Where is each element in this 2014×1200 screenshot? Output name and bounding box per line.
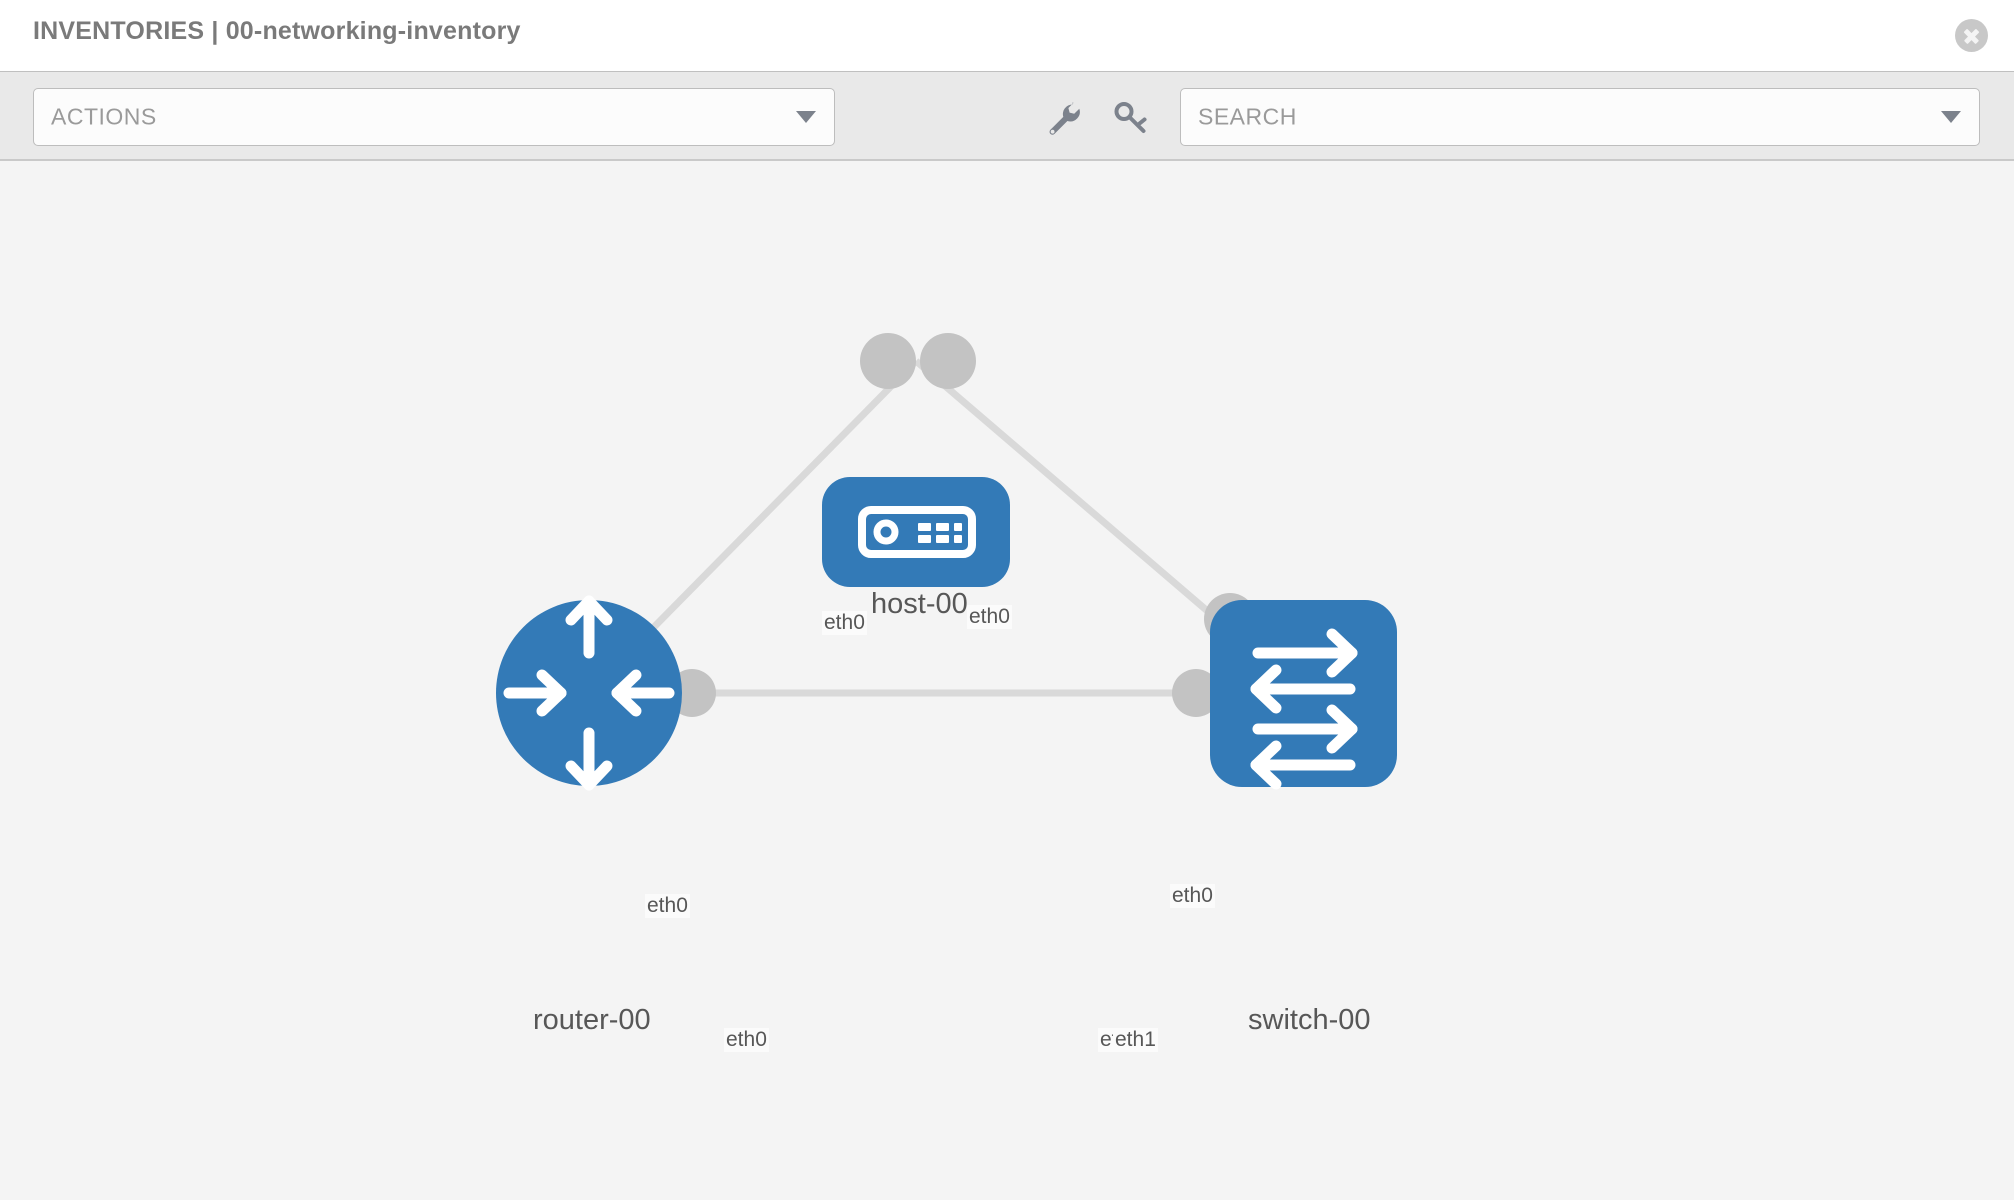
edge-label-host-left: eth0 xyxy=(822,611,867,635)
node-label-router-00: router-00 xyxy=(530,1004,654,1037)
edge-label-switch-left-b: eth1 xyxy=(1113,1028,1158,1052)
server-icon xyxy=(858,506,976,558)
actions-dropdown[interactable]: ACTIONS xyxy=(33,88,835,146)
router-arrows-icon xyxy=(503,595,675,791)
page-header: INVENTORIES | 00-networking-inventory xyxy=(0,0,2014,71)
socket-switch-left[interactable] xyxy=(1172,669,1220,717)
toolbar: ACTIONS SEARCH xyxy=(0,71,2014,161)
host-node-body[interactable] xyxy=(822,477,1010,587)
node-switch-00[interactable] xyxy=(1210,600,1397,790)
wrench-icon[interactable] xyxy=(1042,98,1082,138)
topology-canvas[interactable]: host-00 router-00 switch-00 eth0 eth0 et… xyxy=(0,161,2014,1200)
chevron-down-icon xyxy=(796,111,816,123)
topology-graph xyxy=(496,333,1397,791)
edge-label-host-right: eth0 xyxy=(967,605,1012,629)
node-host-00[interactable] xyxy=(822,477,1010,587)
search-input[interactable]: SEARCH xyxy=(1180,88,1980,146)
socket-host-right[interactable] xyxy=(920,333,976,389)
page-title: INVENTORIES | 00-networking-inventory xyxy=(33,17,521,45)
key-icon[interactable] xyxy=(1110,98,1150,138)
close-icon[interactable] xyxy=(1955,19,1988,52)
edge-label-router-right: eth0 xyxy=(724,1028,769,1052)
edge-label-switch-up: eth0 xyxy=(1170,884,1215,908)
router-node-body[interactable] xyxy=(496,600,682,786)
chevron-down-icon xyxy=(1941,111,1961,123)
node-router-00[interactable] xyxy=(496,595,682,791)
node-label-switch-00: switch-00 xyxy=(1245,1004,1374,1037)
search-placeholder: SEARCH xyxy=(1198,103,1297,130)
socket-host-left[interactable] xyxy=(860,333,916,389)
actions-dropdown-label: ACTIONS xyxy=(51,103,157,130)
switch-arrows-icon xyxy=(1250,628,1358,790)
node-label-host-00: host-00 xyxy=(868,588,971,621)
edge-label-router-up: eth0 xyxy=(645,894,690,918)
